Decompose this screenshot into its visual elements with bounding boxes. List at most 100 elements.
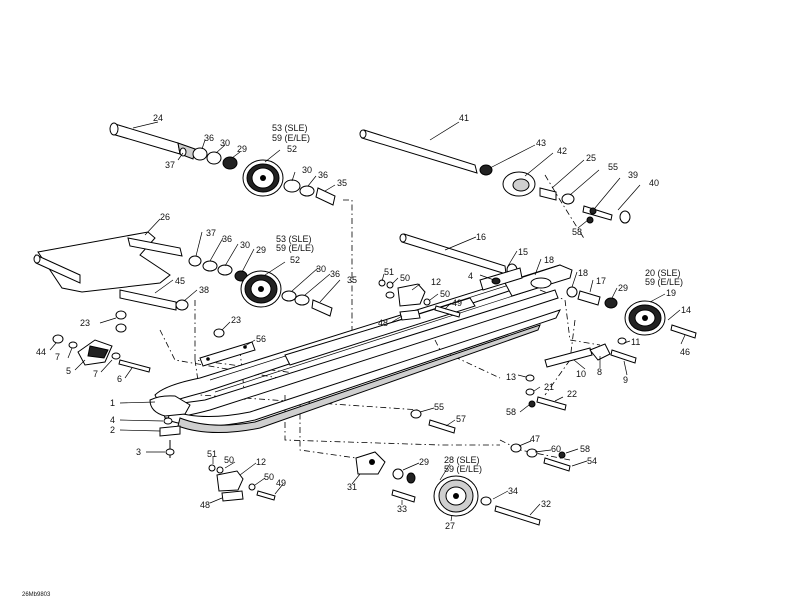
label-42: 42 [557, 146, 567, 156]
rear-idler-axle-assembly [359, 129, 631, 224]
label-36b: 36 [318, 170, 328, 180]
label-6: 6 [117, 374, 122, 384]
label-46: 46 [680, 347, 690, 357]
label-21: 21 [544, 382, 554, 392]
label-37b: 37 [206, 228, 216, 238]
bracket-26 [37, 231, 171, 293]
washer-55 [561, 193, 575, 205]
washer-13 [525, 374, 535, 382]
nut-23a [115, 310, 127, 320]
label-18b: 18 [578, 268, 588, 278]
washer-29d [392, 468, 404, 480]
label-29: 29 [237, 144, 247, 154]
bolt-32 [494, 505, 541, 526]
right-hardware [525, 286, 697, 411]
bolt-3 [165, 448, 175, 456]
bolt-33 [391, 489, 416, 503]
label-39: 39 [628, 170, 638, 180]
label-37: 37 [165, 160, 175, 170]
nut-23b [115, 323, 127, 333]
bolt-49a [434, 305, 461, 318]
bushing-35 [315, 187, 336, 206]
block-2 [159, 425, 181, 437]
label-4: 4 [468, 271, 473, 281]
washer-7b [111, 352, 121, 360]
label-51: 51 [384, 267, 394, 277]
label-17: 17 [596, 276, 606, 286]
axle-shaft-41 [361, 129, 478, 174]
label-25: 25 [586, 153, 596, 163]
idler-wheel-52b [240, 270, 282, 308]
label-49b: 49 [276, 478, 286, 488]
washer-7a [68, 341, 78, 349]
label-43: 43 [536, 138, 546, 148]
label-32: 32 [541, 499, 551, 509]
shaft-45 [119, 289, 177, 311]
slider-block-5 [77, 339, 113, 366]
bearing-29c [604, 297, 618, 309]
label-11: 11 [631, 337, 640, 347]
label-23: 23 [80, 318, 90, 328]
label-59: 59 (E/LE) [272, 133, 310, 143]
bracket-31 [355, 451, 386, 475]
label-27: 27 [445, 521, 455, 531]
nut-39 [589, 207, 597, 215]
label-50d: 50 [264, 472, 274, 482]
label-47: 47 [530, 434, 540, 444]
bearing-29 [222, 156, 238, 170]
label-48b: 48 [200, 500, 210, 510]
spacer-30 [206, 151, 222, 165]
label-52b: 52 [290, 255, 300, 265]
label-8: 8 [597, 367, 602, 377]
washer-43 [479, 164, 493, 176]
nut-44 [52, 334, 64, 344]
bracket-8 [589, 343, 611, 361]
washer-18b [566, 286, 578, 298]
label-48: 48 [378, 318, 388, 328]
label-30b: 30 [302, 165, 312, 175]
front-end-1 [149, 395, 191, 417]
leader-lines [49, 121, 686, 522]
washer-36 [192, 147, 208, 161]
label-4b: 4 [110, 415, 115, 425]
label-31: 31 [347, 482, 357, 492]
label-3: 3 [136, 447, 141, 457]
label-53b: 53 (SLE) [276, 234, 312, 244]
axle-shaft-24 [109, 122, 196, 160]
label-14: 14 [681, 305, 691, 315]
wheel-42 [502, 171, 536, 197]
label-45: 45 [175, 276, 185, 286]
label-20: 20 (SLE) [645, 268, 681, 278]
label-16: 16 [476, 232, 486, 242]
bolt-22 [536, 396, 567, 411]
washer-34 [480, 496, 492, 506]
front-idler-axle-assembly [109, 122, 336, 206]
cap-37 [179, 147, 187, 157]
lower-hardware [208, 409, 571, 526]
bolt-14 [670, 324, 697, 339]
label-51b: 51 [207, 449, 217, 459]
spacer-30b [283, 179, 301, 193]
label-55: 55 [608, 162, 618, 172]
part-labels: 24 36 30 29 53 (SLE) 59 (E/LE) 37 52 30 … [36, 113, 691, 531]
washer-47 [510, 443, 522, 453]
label-12b: 12 [256, 457, 266, 467]
label-59d: 59 (E/LE) [444, 464, 482, 474]
label-58b: 58 [506, 407, 516, 417]
idler-wheel-52 [242, 159, 284, 197]
label-59b: 59 (E/LE) [276, 243, 314, 253]
nut-4a [491, 277, 501, 285]
label-1: 1 [110, 398, 115, 408]
rear-shaft-16 [399, 233, 518, 277]
bolt-6 [118, 359, 151, 373]
figure-caption: 26Mb9803 [22, 592, 51, 598]
bolt-10 [544, 347, 593, 368]
wheel-27 [433, 475, 479, 517]
washer-36b [299, 185, 315, 197]
label-34: 34 [508, 486, 518, 496]
label-29b: 29 [256, 245, 266, 255]
label-50b: 50 [440, 289, 450, 299]
block-12b [216, 470, 244, 492]
label-12: 12 [431, 277, 441, 287]
